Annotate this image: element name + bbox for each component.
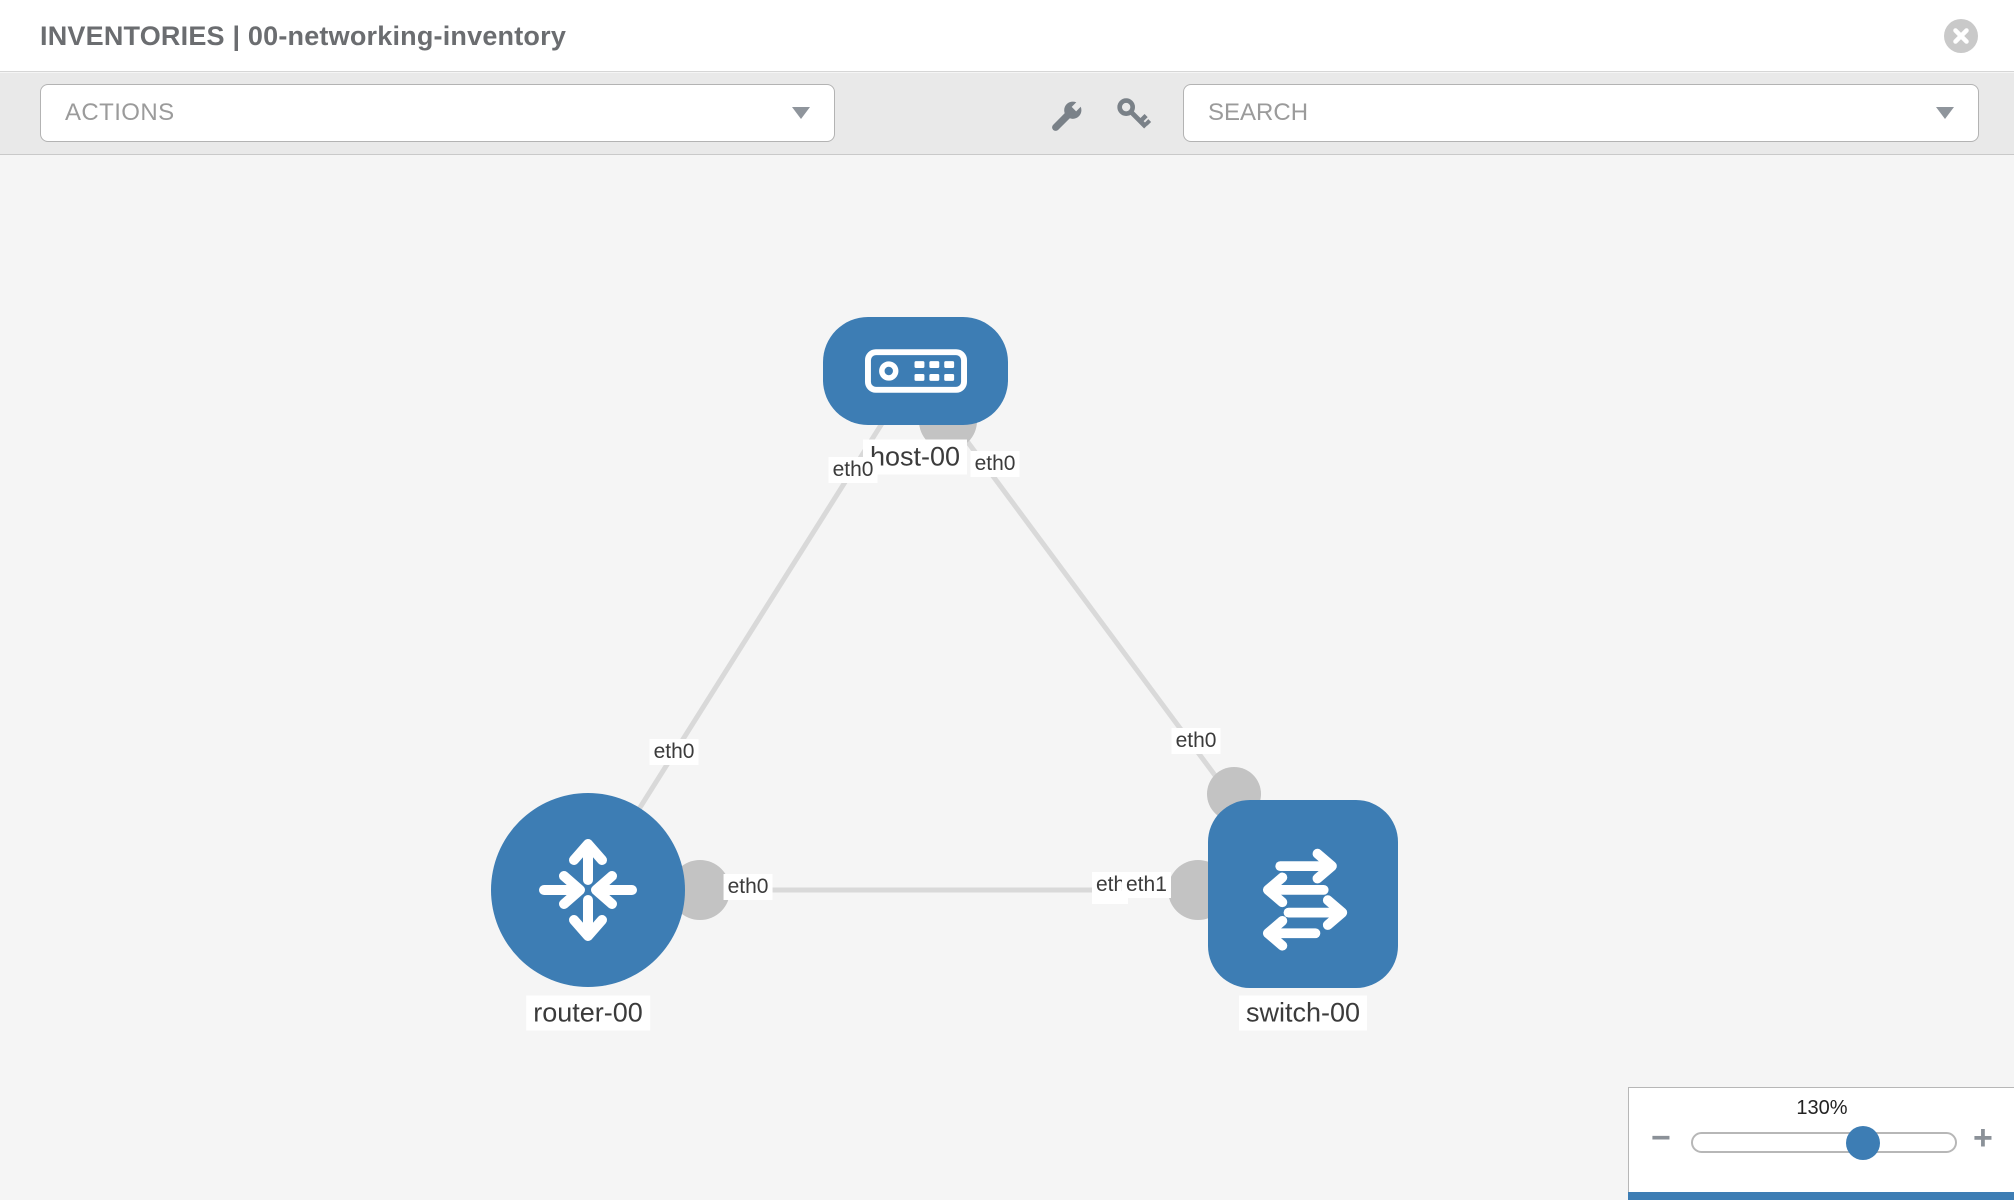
- wrench-icon: [1052, 99, 1084, 131]
- iface-label-switch-to-router: eth1: [1122, 872, 1171, 898]
- actions-dropdown[interactable]: ACTIONS: [40, 84, 835, 142]
- chevron-down-icon: [792, 107, 810, 119]
- key-panel-edge: [1628, 1192, 2014, 1200]
- switch-icon: [1262, 848, 1348, 951]
- node-label-host: host-00: [862, 439, 968, 475]
- credentials-button[interactable]: [1114, 96, 1158, 140]
- iface-label-overlap-fragment: eth0: [1096, 873, 1124, 896]
- node-router-00[interactable]: [491, 793, 685, 987]
- connector-dot: [670, 860, 730, 920]
- zoom-in-button[interactable]: +: [1973, 1119, 1993, 1157]
- close-icon: [1953, 28, 1969, 44]
- search-dropdown[interactable]: [1183, 84, 1979, 142]
- close-button[interactable]: [1944, 19, 1978, 53]
- iface-label-router-to-host: eth0: [649, 739, 699, 765]
- search-input[interactable]: [1208, 99, 1888, 127]
- node-host-00[interactable]: [823, 317, 1008, 425]
- node-switch-00[interactable]: [1208, 800, 1398, 988]
- zoom-panel: 130% − +: [1628, 1087, 2014, 1200]
- zoom-slider-handle[interactable]: [1846, 1126, 1880, 1160]
- iface-label-switch-to-host: eth0: [1171, 728, 1221, 754]
- topology-links: [585, 369, 1306, 920]
- page-title: INVENTORIES | 00-networking-inventory: [40, 21, 567, 51]
- configure-button[interactable]: [1043, 96, 1087, 140]
- toolbar: ACTIONS: [0, 73, 2014, 155]
- topology-canvas[interactable]: host-00 router-00 switch-00 eth0 eth0 et…: [0, 156, 2014, 1200]
- node-label-router: router-00: [526, 995, 650, 1031]
- router-icon: [539, 839, 637, 941]
- iface-label-host-to-router: eth0: [828, 457, 878, 483]
- zoom-out-button[interactable]: −: [1651, 1119, 1671, 1157]
- breadcrumb-header: INVENTORIES | 00-networking-inventory: [0, 0, 2014, 72]
- zoom-slider-track[interactable]: [1691, 1132, 1957, 1153]
- host-icon: [864, 349, 967, 393]
- node-label-switch: switch-00: [1238, 995, 1368, 1031]
- key-icon: [1117, 98, 1152, 129]
- iface-label-router-to-switch: eth0: [723, 874, 773, 900]
- actions-dropdown-label: ACTIONS: [65, 99, 175, 126]
- iface-label-host-to-switch: eth0: [970, 451, 1020, 477]
- chevron-down-icon: [1936, 107, 1954, 119]
- zoom-level-value: 130%: [1796, 1097, 1848, 1119]
